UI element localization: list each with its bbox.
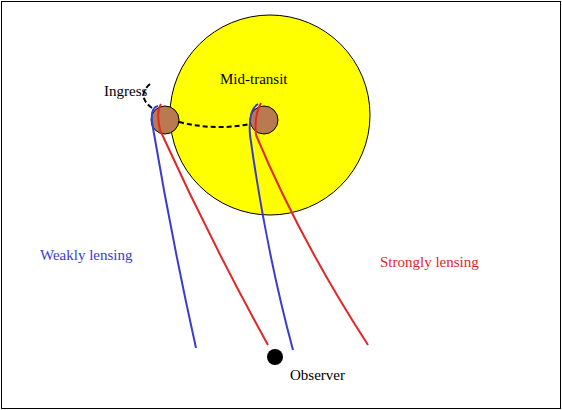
observer-label: Observer — [290, 366, 345, 384]
observer-dot — [267, 349, 283, 365]
ray-label: Weakly lensing — [40, 246, 133, 264]
ray-label: Strongly lensing — [380, 253, 479, 271]
position-label: Ingress — [104, 82, 147, 100]
star-disc — [170, 15, 370, 215]
weak-lensing-ray — [250, 104, 293, 350]
strong-lensing-ray — [256, 103, 368, 345]
planet-mid-transit — [250, 106, 278, 134]
orbit-path — [179, 122, 250, 127]
position-label: Mid-transit — [220, 70, 288, 88]
planet-ingress — [151, 106, 179, 134]
weak-lensing-ray — [152, 106, 196, 348]
